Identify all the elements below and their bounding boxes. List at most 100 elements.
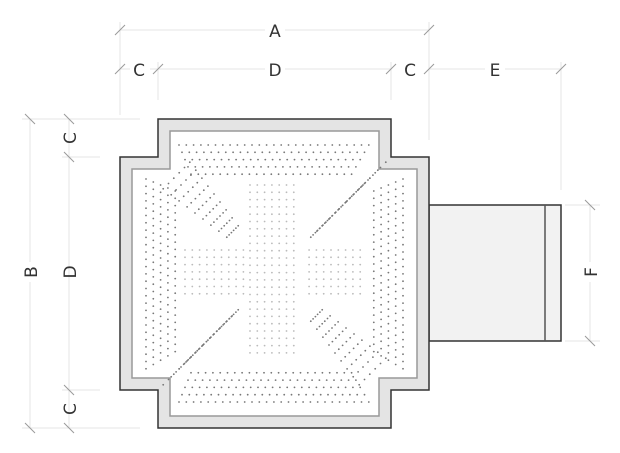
dot <box>236 144 239 146</box>
dot <box>167 201 169 204</box>
dot <box>278 242 281 245</box>
dot <box>207 144 210 146</box>
dot <box>187 166 189 168</box>
dot <box>226 371 229 374</box>
dot <box>184 386 186 389</box>
dot <box>201 177 203 180</box>
dot <box>205 214 208 217</box>
dot <box>265 401 268 403</box>
dot <box>249 227 251 230</box>
dimension-lines <box>22 22 600 429</box>
dot <box>285 184 288 186</box>
dot <box>174 197 177 200</box>
dot <box>249 249 251 252</box>
dot <box>167 303 169 306</box>
dot <box>198 347 201 350</box>
dot <box>225 209 228 211</box>
dot <box>232 393 235 396</box>
dot <box>322 386 325 389</box>
dot <box>260 379 262 381</box>
dot <box>249 344 251 347</box>
dot <box>323 320 326 323</box>
dot <box>394 268 397 271</box>
dot <box>206 271 208 273</box>
dot <box>314 315 317 318</box>
dot <box>227 263 230 266</box>
dot <box>394 217 397 220</box>
dot <box>387 249 390 252</box>
dot <box>380 347 382 350</box>
dot <box>249 279 251 281</box>
dot <box>237 308 240 311</box>
dot <box>251 401 253 403</box>
dot <box>314 371 316 374</box>
dot <box>273 144 275 146</box>
dot <box>282 379 284 381</box>
dot <box>249 158 252 161</box>
dot <box>380 194 382 197</box>
dot <box>191 354 194 357</box>
dot <box>402 265 404 268</box>
dot <box>239 151 242 154</box>
dot <box>285 330 288 332</box>
dot <box>315 285 318 288</box>
dot <box>210 151 213 154</box>
dot <box>315 278 318 281</box>
dot <box>184 292 186 295</box>
dot <box>402 207 404 210</box>
dot <box>346 401 348 403</box>
dot <box>222 212 225 214</box>
dot <box>302 144 304 146</box>
dot <box>348 351 351 354</box>
dot <box>249 271 251 274</box>
dot <box>220 158 223 161</box>
dot <box>402 185 404 188</box>
dot <box>325 379 328 381</box>
dot <box>159 249 162 252</box>
dot <box>322 224 324 227</box>
dot <box>359 285 362 288</box>
dot <box>338 401 341 403</box>
dot <box>322 278 325 281</box>
dot <box>316 313 319 316</box>
dot <box>242 256 245 259</box>
dot <box>187 358 190 361</box>
dot <box>152 290 155 293</box>
dot <box>394 261 397 264</box>
dot <box>372 328 375 331</box>
dot <box>329 315 331 317</box>
dot <box>215 204 218 207</box>
dot <box>394 232 397 235</box>
dot <box>380 303 382 306</box>
dot <box>231 217 234 219</box>
dot <box>321 308 324 311</box>
dot <box>387 330 390 332</box>
dot <box>292 206 295 208</box>
dot <box>380 325 382 328</box>
dot <box>271 279 273 281</box>
dot <box>185 179 187 181</box>
dot <box>352 193 355 196</box>
dot <box>345 340 348 343</box>
dot <box>369 345 371 347</box>
dot <box>394 290 397 293</box>
dot <box>213 271 216 273</box>
dot <box>363 378 366 381</box>
dot <box>213 221 215 224</box>
dot <box>246 393 249 396</box>
dot <box>292 227 295 230</box>
dot <box>219 173 222 176</box>
dot <box>387 293 390 296</box>
dot <box>276 393 278 396</box>
dot <box>292 322 295 325</box>
dot <box>174 292 177 295</box>
dot <box>191 256 194 259</box>
dot <box>184 271 186 273</box>
dot <box>387 308 390 310</box>
dot <box>152 195 155 198</box>
dot <box>255 371 258 374</box>
dot <box>187 379 189 381</box>
dot <box>337 208 340 211</box>
dot <box>178 401 180 403</box>
dot <box>192 144 195 146</box>
